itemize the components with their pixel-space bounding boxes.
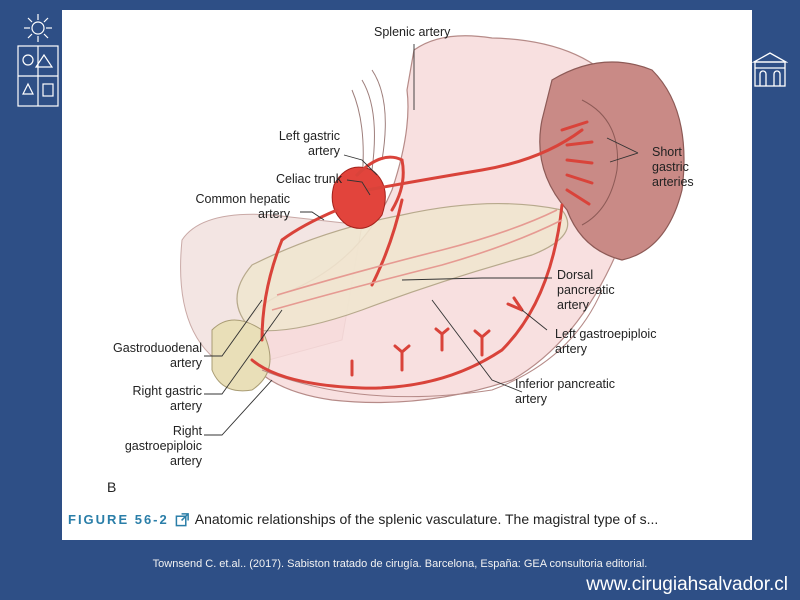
label-short-gastric-arteries-line2: gastric xyxy=(652,160,689,174)
splenic-artery-path xyxy=(365,128,584,192)
label-left-gastric-artery-line2: artery xyxy=(308,144,340,158)
label-short-gastric-arteries-line1: Short xyxy=(652,145,682,159)
label-short-gastric-arteries-line3: arteries xyxy=(652,175,694,189)
label-right-gastroepiploic-artery-line1: Right xyxy=(172,424,202,438)
left-gastric-artery-path xyxy=(355,155,405,212)
label-splenic-artery: Splenic artery xyxy=(374,25,451,39)
dorsal-pancreatic-artery-path xyxy=(370,198,404,287)
external-link-icon[interactable] xyxy=(175,512,190,527)
label-left-gastroepiploic-artery-line2: artery xyxy=(555,342,587,356)
label-right-gastroepiploic-artery-line2: gastroepiploic xyxy=(124,439,202,453)
label-right-gastric-artery-line1: Right gastric xyxy=(132,384,202,398)
label-left-gastric-artery-line1: Left gastric xyxy=(278,129,340,143)
label-inferior-pancreatic-artery-line1: Inferior pancreatic xyxy=(515,377,616,391)
university-seal-logo xyxy=(17,14,59,107)
splenic-vasculature-illustration xyxy=(180,35,685,436)
label-gastroduodenal-artery-line1: Gastroduodenal xyxy=(113,341,202,355)
epiploic-branches-path xyxy=(350,296,524,377)
label-common-hepatic-artery-line2: artery xyxy=(258,207,290,221)
figure-number-label: FIGURE 56-2 xyxy=(68,511,169,527)
short-gastric-arteries-path xyxy=(560,120,594,206)
caption-text: Anatomic relationships of the splenic va… xyxy=(194,511,659,527)
label-inferior-pancreatic-artery-line2: artery xyxy=(515,392,547,406)
label-dorsal-pancreatic-artery-line2: pancreatic xyxy=(557,283,615,297)
label-dorsal-pancreatic-artery-line1: Dorsal xyxy=(557,268,594,282)
aorta-celiac-shape xyxy=(331,166,386,229)
figure-card: Splenic artery Left gastric artery Celia… xyxy=(62,10,752,540)
source-citation: Townsend C. et.al.. (2017). Sabiston tra… xyxy=(152,558,648,570)
duodenum-shape xyxy=(211,319,271,392)
label-right-gastric-artery-line2: artery xyxy=(170,399,202,413)
panel-letter: B xyxy=(107,479,117,495)
label-common-hepatic-artery-line1: Common hepatic xyxy=(195,192,291,206)
artery-network xyxy=(250,120,594,390)
label-celiac-trunk: Celiac trunk xyxy=(276,172,342,186)
gastroduodenal-artery-path xyxy=(260,238,284,342)
label-gastroduodenal-artery-line2: artery xyxy=(170,356,202,370)
label-left-gastroepiploic-artery-line1: Left gastroepiploic xyxy=(555,327,657,341)
left-gastroepiploic-artery-path xyxy=(250,203,564,390)
common-hepatic-artery-path xyxy=(280,208,339,242)
label-dorsal-pancreatic-artery-line3: artery xyxy=(557,298,589,312)
website-url: www.cirugiahsalvador.cl xyxy=(586,574,788,595)
inferior-pancreatic-artery-path xyxy=(271,219,563,311)
building-logo xyxy=(752,52,788,87)
label-right-gastroepiploic-artery-line3: artery xyxy=(170,454,202,468)
figure-caption: FIGURE 56-2 Anatomic relationships of th… xyxy=(68,508,748,530)
